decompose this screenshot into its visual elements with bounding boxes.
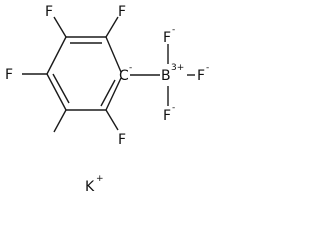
atom-potassium: K: [85, 179, 95, 195]
atom-bf-top: F: [163, 30, 171, 46]
ring-bond-c3-c4-inner: [100, 79, 116, 107]
atom-labels: F F F F C - B 3+ F - F - F - K +: [5, 4, 209, 195]
substituent-bonds: [22, 16, 195, 133]
atom-carbanion: C: [119, 68, 129, 84]
atom-f-bottom-right: F: [118, 132, 126, 148]
charge-bf-right: -: [206, 63, 209, 73]
aromatic-ring: [46, 36, 122, 111]
charge-potassium: +: [96, 174, 104, 184]
charge-carbanion: -: [129, 63, 132, 73]
atom-bf-right: F: [197, 68, 205, 84]
bond-c2-f: [105, 16, 119, 38]
bond-c4-f: [105, 109, 119, 131]
ring-bond-c2-c3: [105, 36, 122, 73]
charge-boron: 3+: [171, 63, 184, 73]
charge-bf-top: -: [172, 25, 175, 35]
ring-bond-c5-c6: [46, 73, 67, 111]
bond-c5-methyl: [53, 109, 67, 133]
atom-boron: B: [161, 68, 171, 84]
ring-bond-c3-c4: [105, 77, 122, 111]
bond-c1-f: [53, 16, 67, 38]
atom-f-left: F: [5, 67, 13, 83]
ring-bond-c5-c6-inner: [52, 73, 70, 104]
structure-figure: F F F F C - B 3+ F - F - F - K +: [5, 4, 209, 195]
molecule-drawing: F F F F C - B 3+ F - F - F - K +: [5, 4, 209, 195]
atom-bf-bottom: F: [163, 108, 171, 124]
charge-bf-bottom: -: [172, 103, 175, 113]
atom-f-top-left: F: [45, 4, 53, 20]
atom-f-top-right: F: [118, 4, 126, 20]
ring-bond-c6-c1: [46, 36, 67, 75]
